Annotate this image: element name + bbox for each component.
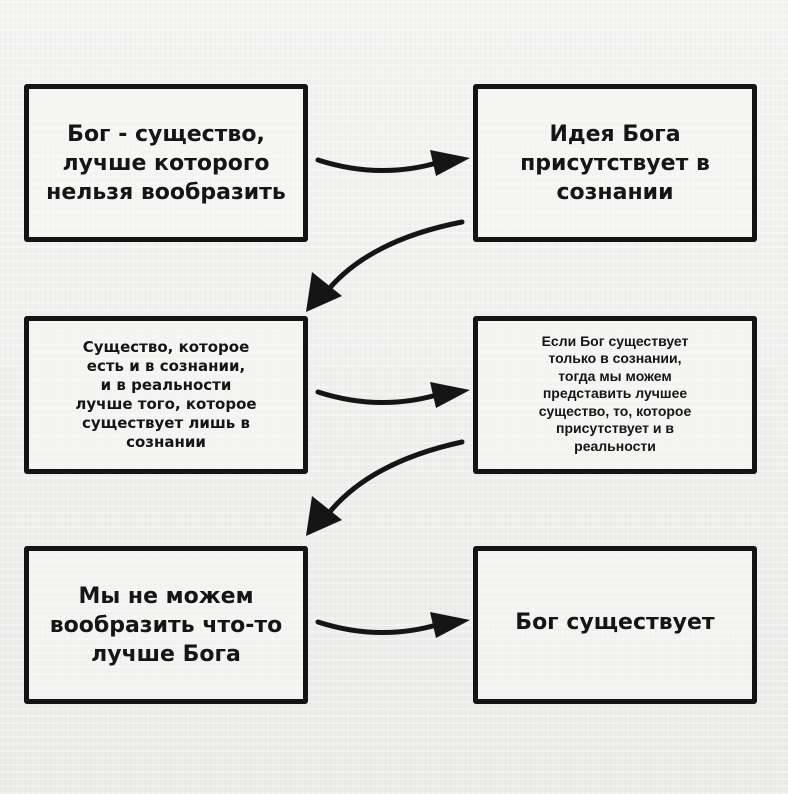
arrow-right-1 bbox=[315, 150, 470, 176]
box-cannot-imagine-greater-text: Мы не можем вообразить что-то лучше Бога bbox=[49, 583, 283, 667]
arrow-down-left-1 bbox=[306, 219, 465, 312]
box-reality-greater: Существо, которое есть и в сознании, и в… bbox=[24, 316, 308, 474]
box-contradiction: Если Бог существует только в сознании, т… bbox=[473, 316, 757, 474]
box-conclusion: Бог существует bbox=[473, 546, 757, 704]
arrow-right-3 bbox=[315, 612, 470, 638]
box-idea-in-mind-text: Идея Бога присутствует в сознании bbox=[520, 121, 710, 205]
arrow-right-2 bbox=[315, 382, 470, 408]
box-contradiction-text: Если Бог существует только в сознании, т… bbox=[538, 332, 692, 454]
box-premise-definition: Бог - существо, лучше которого нельзя во… bbox=[24, 84, 308, 242]
box-premise-definition-text: Бог - существо, лучше которого нельзя во… bbox=[46, 121, 286, 205]
box-reality-greater-text: Существо, которое есть и в сознании, и в… bbox=[75, 338, 257, 451]
box-cannot-imagine-greater: Мы не можем вообразить что-то лучше Бога bbox=[24, 546, 308, 704]
arrow-down-left-2 bbox=[306, 439, 465, 536]
box-idea-in-mind: Идея Бога присутствует в сознании bbox=[473, 84, 757, 242]
box-conclusion-text: Бог существует bbox=[515, 609, 715, 635]
